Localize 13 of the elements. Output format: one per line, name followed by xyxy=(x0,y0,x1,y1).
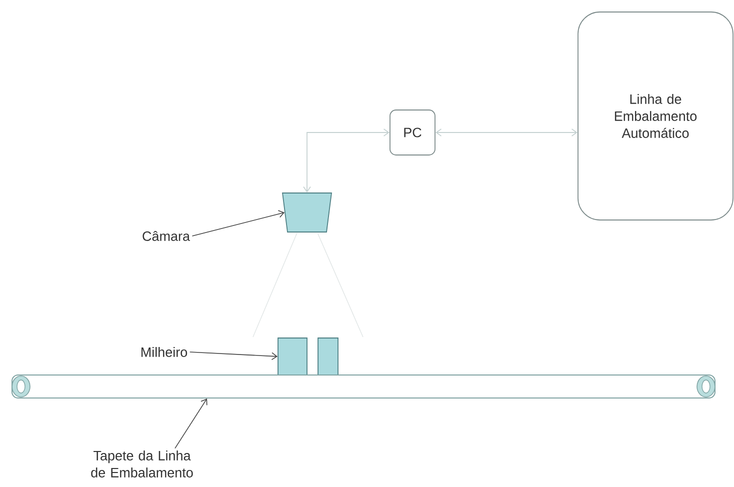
leader-arrow xyxy=(189,352,278,360)
stack-block xyxy=(278,338,308,376)
connector-line xyxy=(435,128,578,136)
stack-block xyxy=(318,338,338,376)
callout-label: Tapete da Linha de Embalamento xyxy=(91,450,193,478)
connector-line xyxy=(303,128,390,193)
leader-arrow xyxy=(174,398,208,449)
conveyor-belt xyxy=(12,374,716,398)
callout-label: Câmara xyxy=(142,231,190,241)
leader-arrow xyxy=(192,210,285,236)
callout-label: Milheiro xyxy=(142,347,188,357)
pc-box: PC xyxy=(390,110,436,156)
camera xyxy=(282,192,332,232)
